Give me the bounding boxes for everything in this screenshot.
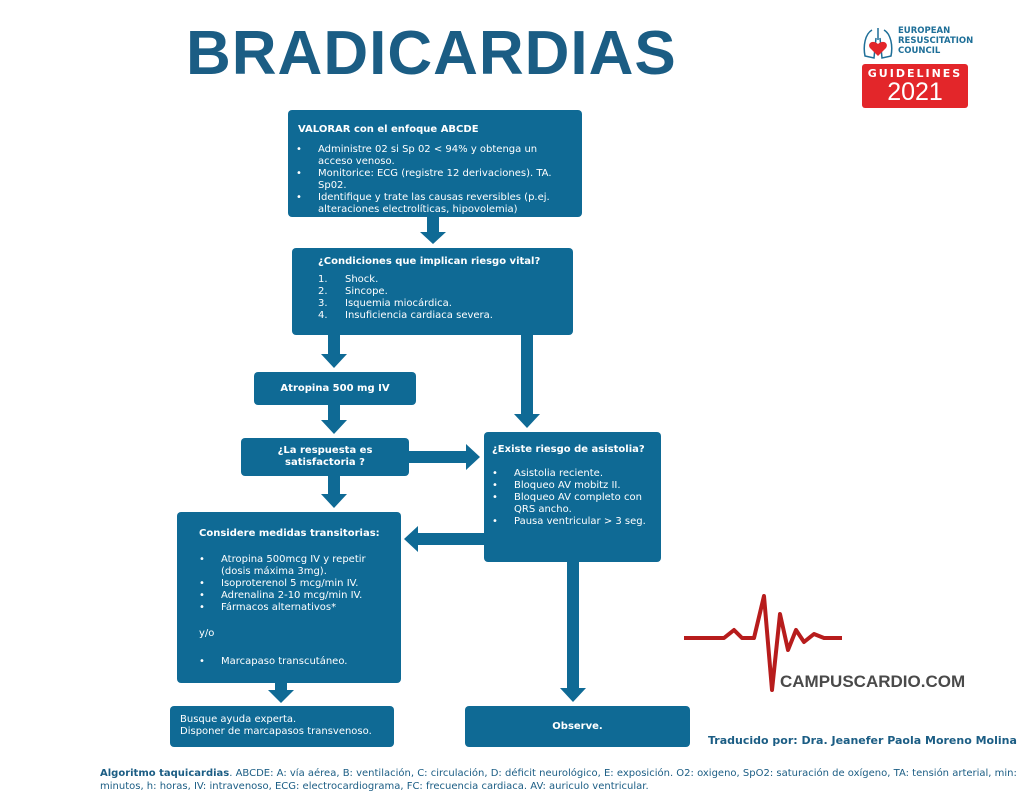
box-heading: VALORAR con el enfoque ABCDE [298, 124, 479, 135]
erc-line: RESUSCITATION [898, 36, 974, 46]
item-number: 1. [318, 274, 328, 285]
arrow-asistolia-considere [404, 526, 485, 552]
guidelines-label: GUIDELINES [867, 67, 963, 80]
arrow-considere-busque [268, 682, 294, 703]
list-item: Atropina 500mcg IV y repetir (dosis máxi… [199, 554, 391, 578]
item-number: 3. [318, 298, 328, 309]
box-line: Disponer de marcapasos transvenoso. [180, 726, 372, 737]
list-item: Marcapaso transcutáneo. [199, 656, 391, 668]
list-item: Administre 02 si Sp 02 < 94% y obtenga u… [296, 144, 572, 168]
footer-bold: Algoritmo taquicardias [100, 768, 230, 779]
list-item: Bloqueo AV completo con QRS ancho. [492, 492, 653, 516]
footer-legend: Algoritmo taquicardias. ABCDE: A: vía aé… [100, 767, 1020, 793]
box-heading: ¿Condiciones que implican riesgo vital? [318, 256, 541, 267]
response-box: ¿La respuesta es satisfactoria ? [241, 438, 409, 476]
erc-line: EUROPEAN [898, 26, 951, 36]
list-item: Monitorice: ECG (registre 12 derivacione… [296, 168, 572, 192]
list-item: Identifique y trate las causas reversibl… [296, 192, 572, 216]
atropine-box: Atropina 500 mg IV [254, 372, 416, 405]
arrow-box2-asistolia [514, 334, 540, 428]
arrow-box1-box2 [420, 216, 446, 244]
or-label: y/o [199, 628, 215, 639]
list-item: 3. Isquemia miocárdica. [300, 298, 563, 310]
list-item: 1. Shock. [300, 274, 563, 286]
item-number: 4. [318, 310, 328, 321]
box-heading: ¿Existe riesgo de asistolia? [492, 444, 645, 455]
expert-help-box: Busque ayuda experta. Disponer de marcap… [170, 706, 394, 747]
item-number: 2. [318, 286, 328, 297]
asystole-risk-box: ¿Existe riesgo de asistolia? Asistolia r… [484, 432, 661, 562]
page-title: BRADICARDIAS [186, 19, 677, 88]
assess-abcde-box: VALORAR con el enfoque ABCDE Administre … [288, 110, 582, 217]
lungs-heart-icon [863, 28, 893, 59]
arrow-respuesta-considere [321, 475, 347, 508]
ecg-line-icon [684, 594, 842, 692]
list-item: Fármacos alternativos* [199, 602, 391, 614]
list-item: 4. Insuficiencia cardiaca severa. [300, 310, 563, 322]
item-text: Insuficiencia cardiaca severa. [345, 310, 493, 321]
list-item: Isoproterenol 5 mcg/min IV. [199, 578, 391, 590]
arrow-box2-atropina [321, 334, 347, 368]
campuscardio-logo-text: CAMPUSCARDIO.COM [780, 672, 966, 691]
list-item: Pausa ventricular > 3 seg. [492, 516, 653, 528]
erc-name: EUROPEAN RESUSCITATION COUNCIL [898, 26, 973, 56]
observe-box: Observe. [465, 706, 690, 747]
footer-text: . ABCDE: A: vía aérea, B: ventilación, C… [100, 768, 1017, 792]
box-heading: Considere medidas transitorias: [199, 528, 380, 539]
list-item: Adrenalina 2-10 mcg/min IV. [199, 590, 391, 602]
erc-line: COUNCIL [898, 46, 941, 56]
list-item: 2. Sincope. [300, 286, 563, 298]
item-text: Isquemia miocárdica. [345, 298, 452, 309]
item-text: Shock. [345, 274, 379, 285]
item-text: Sincope. [345, 286, 388, 297]
arrow-atropina-respuesta [321, 404, 347, 434]
list-item: Asistolia reciente. [492, 468, 653, 480]
life-threat-box: ¿Condiciones que implican riesgo vital? … [292, 248, 573, 335]
box-line: Busque ayuda experta. [180, 714, 297, 725]
arrow-respuesta-asistolia [408, 444, 480, 470]
list-item: Bloqueo AV mobitz II. [492, 480, 653, 492]
transitory-measures-box: Considere medidas transitorias: Atropina… [177, 512, 401, 683]
translator-credit: Traducido por: Dra. Jeanefer Paola Moren… [708, 734, 1017, 747]
guidelines-badge: GUIDELINES 2021 [862, 64, 968, 108]
arrow-asistolia-observe [560, 561, 586, 702]
guidelines-year: 2021 [887, 78, 943, 106]
